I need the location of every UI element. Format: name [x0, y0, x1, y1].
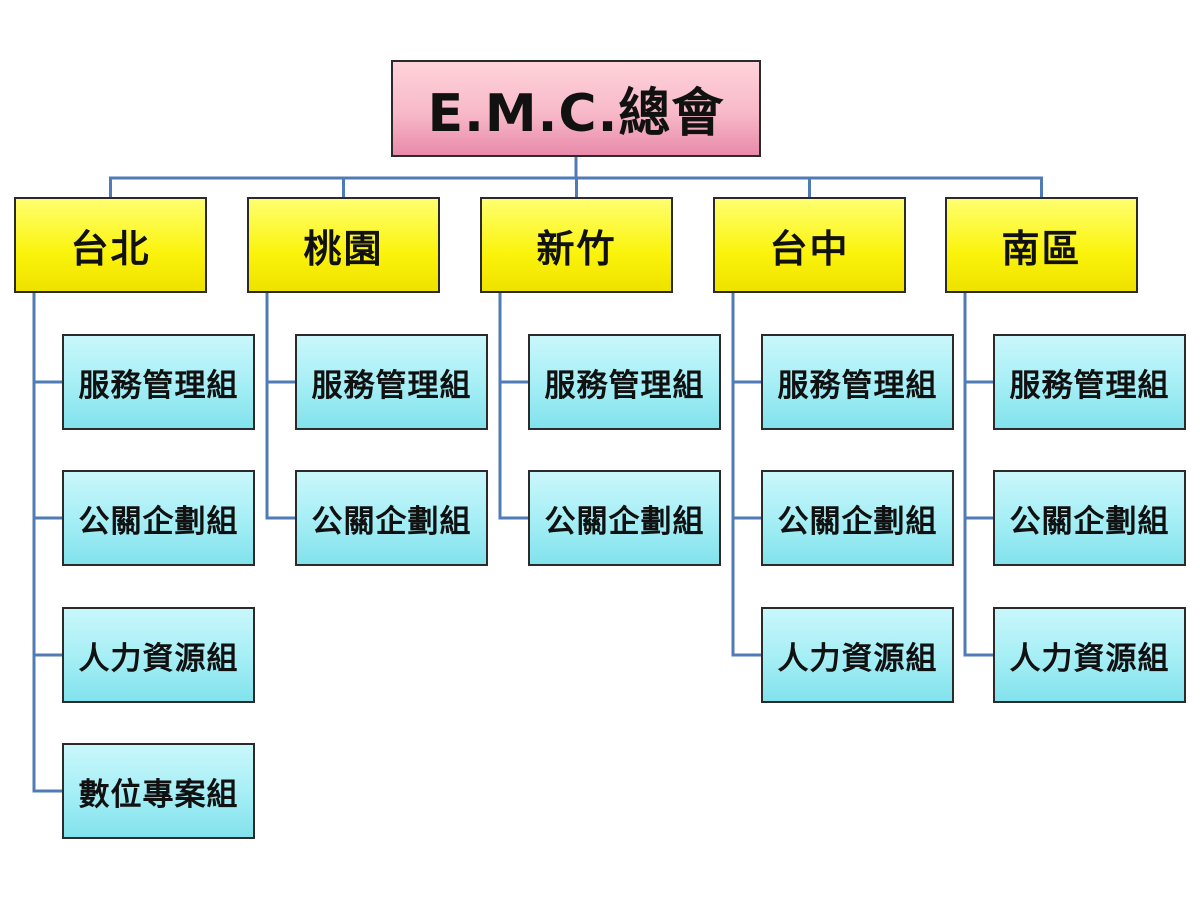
region-node-5: 南區 — [945, 197, 1138, 293]
region-node-label: 台北 — [70, 226, 151, 271]
group-node: 數位專案組 — [62, 743, 255, 839]
group-node-label: 服務管理組 — [311, 367, 472, 404]
group-node-label: 公關企劃組 — [1009, 503, 1170, 540]
region-node-label: 桃園 — [303, 226, 384, 271]
group-node: 人力資源組 — [62, 607, 255, 703]
root-node-label: E.M.C.總會 — [427, 84, 725, 144]
group-node: 服務管理組 — [528, 334, 721, 430]
region-node-label: 新竹 — [536, 226, 617, 271]
group-node-label: 公關企劃組 — [311, 503, 472, 540]
group-node-label: 公關企劃組 — [777, 503, 938, 540]
region-node-4: 台中 — [713, 197, 906, 293]
region-node-1: 台北 — [14, 197, 207, 293]
group-node: 服務管理組 — [295, 334, 488, 430]
region-node-label: 南區 — [1001, 226, 1082, 271]
group-node-label: 服務管理組 — [1009, 367, 1170, 404]
group-node-label: 服務管理組 — [544, 367, 705, 404]
group-node: 公關企劃組 — [62, 470, 255, 566]
root-node-emc: E.M.C.總會 — [391, 60, 761, 157]
region-node-label: 台中 — [769, 226, 850, 271]
group-node-label: 數位專案組 — [78, 776, 239, 813]
group-node-label: 人力資源組 — [1009, 640, 1170, 677]
group-node-label: 人力資源組 — [78, 640, 239, 677]
group-node: 公關企劃組 — [295, 470, 488, 566]
region-node-2: 桃園 — [247, 197, 440, 293]
group-node: 服務管理組 — [62, 334, 255, 430]
region-node-3: 新竹 — [480, 197, 673, 293]
group-node-label: 服務管理組 — [777, 367, 938, 404]
group-node: 公關企劃組 — [993, 470, 1186, 566]
group-node-label: 人力資源組 — [777, 640, 938, 677]
group-node: 服務管理組 — [993, 334, 1186, 430]
group-node-label: 公關企劃組 — [544, 503, 705, 540]
group-node-label: 服務管理組 — [78, 367, 239, 404]
group-node: 服務管理組 — [761, 334, 954, 430]
group-node: 公關企劃組 — [761, 470, 954, 566]
group-node: 人力資源組 — [761, 607, 954, 703]
group-node: 公關企劃組 — [528, 470, 721, 566]
group-node-label: 公關企劃組 — [78, 503, 239, 540]
group-node: 人力資源組 — [993, 607, 1186, 703]
